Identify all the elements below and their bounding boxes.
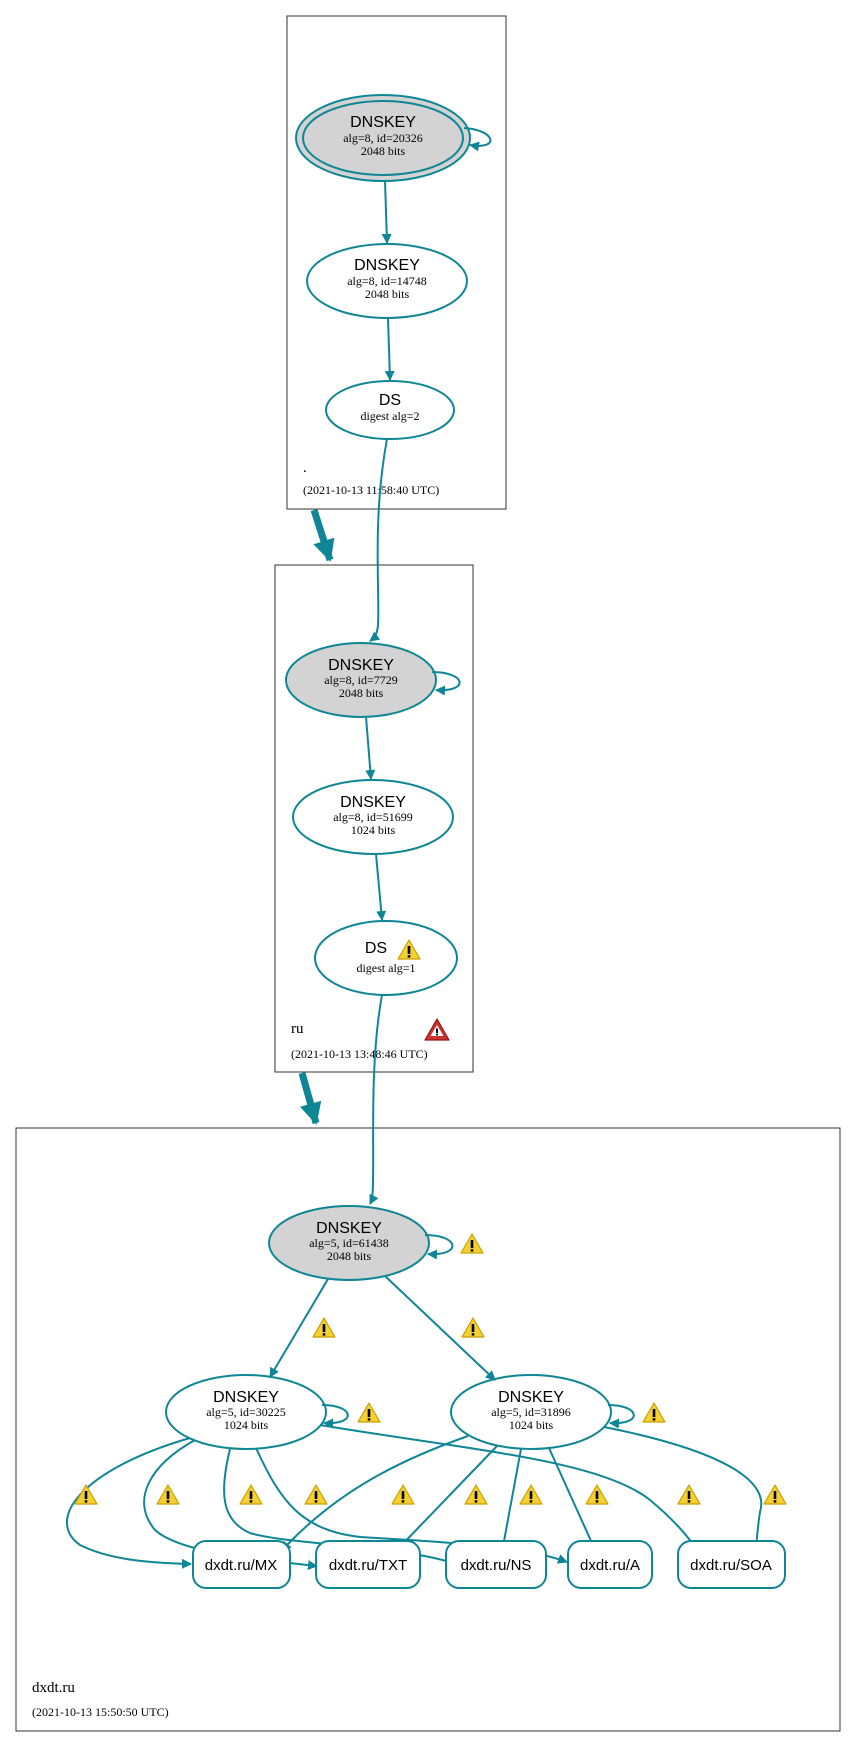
dxdt-zone-name: dxdt.ru: [32, 1680, 75, 1696]
zone-dxdt-box: [15, 1127, 841, 1732]
dxdt-ksk-node[interactable]: DNSKEY alg=5, id=61438 2048 bits: [268, 1205, 430, 1281]
ru-zone-timestamp: (2021-10-13 13:48:46 UTC): [291, 1047, 428, 1061]
dxdt-zsk2-line1: alg=5, id=31896: [491, 1405, 571, 1419]
zsk2-to-soa-edge: [603, 1426, 763, 1553]
dxdt-ksk-title: DNSKEY: [316, 1220, 382, 1237]
dxdt-ksk-self-edge: [424, 1234, 454, 1260]
dxdt-ksk-to-zsk1-edge: [269, 1278, 329, 1378]
dxdt-zone-timestamp: (2021-10-13 15:50:50 UTC): [32, 1705, 169, 1719]
rrset-txt[interactable]: dxdt.ru/TXT: [315, 1540, 421, 1589]
dxdt-zsk1-title: DNSKEY: [213, 1389, 279, 1406]
root-ksk-to-zsk-edge: [381, 180, 392, 244]
rrset-mx[interactable]: dxdt.ru/MX: [192, 1540, 291, 1589]
ru-ksk-node[interactable]: DNSKEY alg=8, id=7729 2048 bits: [285, 642, 437, 718]
ru-zsk-line1: alg=8, id=51699: [333, 810, 413, 824]
root-zsk-title: DNSKEY: [354, 257, 420, 274]
root-ds-title: DS: [379, 392, 401, 409]
root-zsk-line1: alg=8, id=14748: [347, 274, 427, 288]
ru-ksk-to-zsk-edge: [365, 716, 376, 780]
zsk1-to-soa-edge: [319, 1424, 704, 1561]
ru-ds-line1: digest alg=1: [356, 961, 415, 975]
rrset-a-label: dxdt.ru/A: [580, 1557, 640, 1574]
zsk2-to-a-edge: [548, 1447, 597, 1553]
root-ksk-line1: alg=8, id=20326: [343, 131, 423, 145]
dxdt-ksk-to-zsk2-edge: [384, 1275, 496, 1381]
ru-ds-title: DS: [365, 940, 387, 957]
ru-ksk-line1: alg=8, id=7729: [324, 673, 398, 687]
root-ds-line1: digest alg=2: [360, 409, 419, 423]
root-ksk-title: DNSKEY: [350, 114, 416, 131]
rrset-soa-label: dxdt.ru/SOA: [690, 1557, 772, 1574]
zsk2-to-ns-edge: [498, 1448, 522, 1553]
dxdt-zsk1-self-edge: [321, 1404, 349, 1429]
dxdt-zsk2-line2: 1024 bits: [509, 1418, 554, 1432]
zsk2-to-txt-edge: [394, 1445, 498, 1553]
ru-zsk-title: DNSKEY: [340, 794, 406, 811]
dxdt-zsk1-node[interactable]: DNSKEY alg=5, id=30225 1024 bits: [165, 1374, 327, 1450]
root-zone-timestamp: (2021-10-13 11:58:40 UTC): [303, 483, 439, 497]
dxdt-zsk2-self-edge: [607, 1404, 635, 1429]
root-ds-node[interactable]: DS digest alg=2: [325, 380, 455, 440]
dxdt-zsk1-line2: 1024 bits: [224, 1418, 269, 1432]
root-ksk-line2: 2048 bits: [361, 144, 406, 158]
ru-zsk-line2: 1024 bits: [351, 823, 396, 837]
ru-ksk-line2: 2048 bits: [339, 686, 384, 700]
dxdt-ksk-line2: 2048 bits: [327, 1249, 372, 1263]
dxdt-zsk2-title: DNSKEY: [498, 1389, 564, 1406]
zone-dxdt: DNSKEY alg=5, id=61438 2048 bits DNSKEY …: [15, 1127, 841, 1732]
zone-root: DNSKEY alg=8, id=20326 2048 bits DNSKEY …: [286, 15, 507, 510]
zsk1-to-mx-edge: [66, 1437, 192, 1569]
root-ksk-node[interactable]: DNSKEY alg=8, id=20326 2048 bits: [295, 94, 471, 182]
rrset-soa[interactable]: dxdt.ru/SOA: [677, 1540, 786, 1589]
ru-zone-name: ru: [291, 1021, 304, 1037]
rrset-ns-label: dxdt.ru/NS: [461, 1557, 532, 1574]
ru-zsk-node[interactable]: DNSKEY alg=8, id=51699 1024 bits: [292, 779, 454, 855]
root-ksk-self-edge: [463, 127, 492, 152]
ru-ds-node[interactable]: DS digest alg=1: [314, 920, 458, 996]
rrset-ns[interactable]: dxdt.ru/NS: [445, 1540, 547, 1589]
root-zsk-node[interactable]: DNSKEY alg=8, id=14748 2048 bits: [306, 243, 468, 319]
root-zone-name: .: [303, 460, 307, 476]
ru-to-dxdt-delegation-edge: [298, 1072, 322, 1125]
root-zsk-line2: 2048 bits: [365, 287, 410, 301]
zsk2-to-mx-edge: [281, 1435, 469, 1552]
zone-ru: DNSKEY alg=8, id=7729 2048 bits DNSKEY a…: [274, 564, 474, 1073]
rrset-mx-label: dxdt.ru/MX: [205, 1557, 278, 1574]
ru-zsk-to-ds-edge: [375, 853, 387, 921]
ru-ksk-title: DNSKEY: [328, 657, 394, 674]
dxdt-zsk2-node[interactable]: DNSKEY alg=5, id=31896 1024 bits: [450, 1374, 612, 1450]
rrset-txt-label: dxdt.ru/TXT: [329, 1557, 407, 1574]
root-zsk-to-ds-edge: [384, 317, 395, 381]
rrset-a[interactable]: dxdt.ru/A: [567, 1540, 653, 1589]
dxdt-ksk-line1: alg=5, id=61438: [309, 1236, 389, 1250]
ru-ds-to-dxdt-ksk-edge: [369, 994, 383, 1205]
dxdt-zsk1-line1: alg=5, id=30225: [206, 1405, 286, 1419]
root-ds-to-ru-ksk-edge: [369, 438, 388, 642]
ru-ksk-self-edge: [431, 671, 461, 696]
root-to-ru-delegation-edge: [310, 508, 335, 562]
